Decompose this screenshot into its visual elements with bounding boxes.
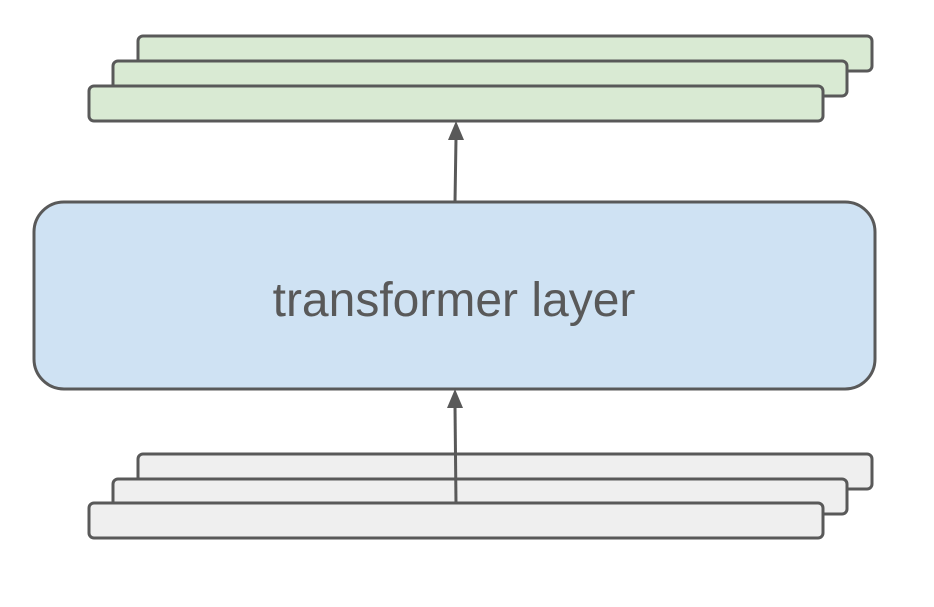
output-embedding-bar-front — [87, 84, 825, 123]
arrow-to-output-head — [448, 121, 464, 140]
arrow-to-layer-head — [447, 389, 463, 408]
transformer-layer-box — [32, 200, 877, 391]
output-embedding-stack — [87, 34, 874, 123]
input-embedding-bar-front — [87, 501, 825, 540]
arrow-to-layer — [447, 389, 463, 505]
arrow-to-output-line — [453, 137, 458, 203]
arrow-to-output — [448, 121, 464, 203]
transformer-layer: transformer layer — [32, 200, 877, 391]
arrow-to-layer-line — [453, 405, 458, 505]
transformer-layer-label: transformer layer — [273, 274, 636, 327]
input-embedding-stack — [87, 452, 874, 540]
